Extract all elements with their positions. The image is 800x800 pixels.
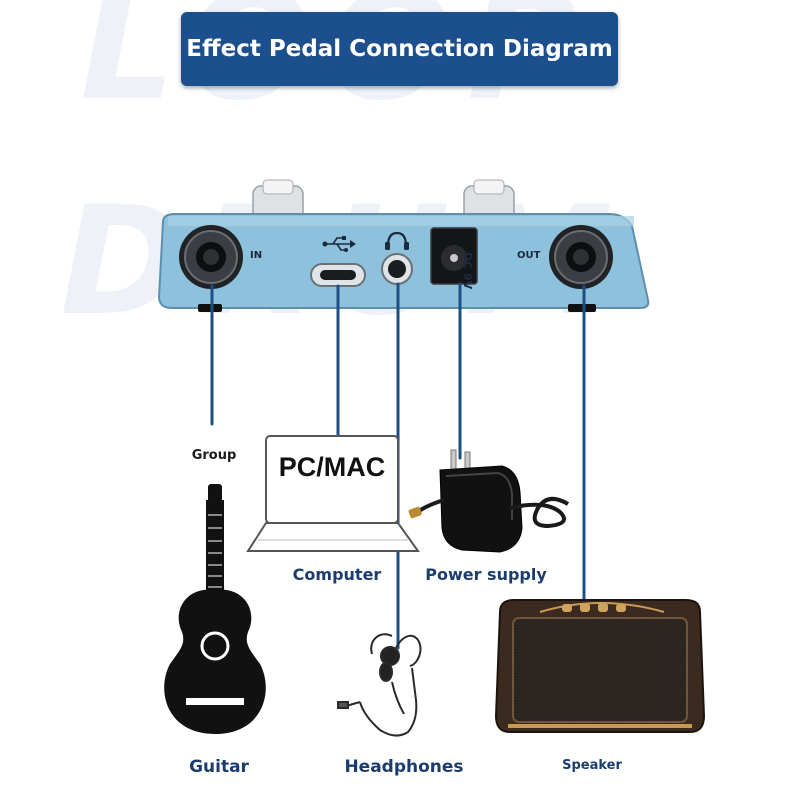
usb-c-port[interactable] (310, 263, 366, 287)
computer-label: Computer (292, 565, 382, 584)
pc-mac-label: PC/MAC (278, 452, 386, 482)
laptop-illustration (246, 435, 420, 552)
power-supply-label: Power supply (425, 565, 547, 584)
usb-icon (322, 236, 356, 252)
headphone-icon (385, 231, 409, 250)
headphones-label: Headphones (344, 757, 464, 777)
dc-label: DC 9V (461, 252, 474, 290)
power-adapter-illustration (408, 449, 570, 553)
earphones-illustration (337, 633, 422, 737)
guitar-label: Guitar (189, 757, 249, 777)
in-label: IN (250, 250, 263, 261)
speaker-illustration (494, 599, 706, 733)
group-label: Group (191, 448, 237, 463)
page-title: Effect Pedal Connection Diagram (186, 36, 613, 62)
headphone-jack[interactable] (381, 253, 413, 285)
pedal-knob-right (463, 179, 515, 221)
guitar-illustration (164, 484, 266, 734)
out-label: OUT (517, 250, 541, 261)
title-banner: Effect Pedal Connection Diagram (181, 12, 618, 86)
input-jack[interactable] (179, 225, 243, 289)
laptop-screen-text: PC/MAC (266, 452, 398, 483)
speaker-label: Speaker (562, 758, 622, 773)
output-jack[interactable] (549, 225, 613, 289)
pedal-knob-left (252, 179, 304, 221)
dc-power-jack[interactable] (430, 227, 478, 285)
